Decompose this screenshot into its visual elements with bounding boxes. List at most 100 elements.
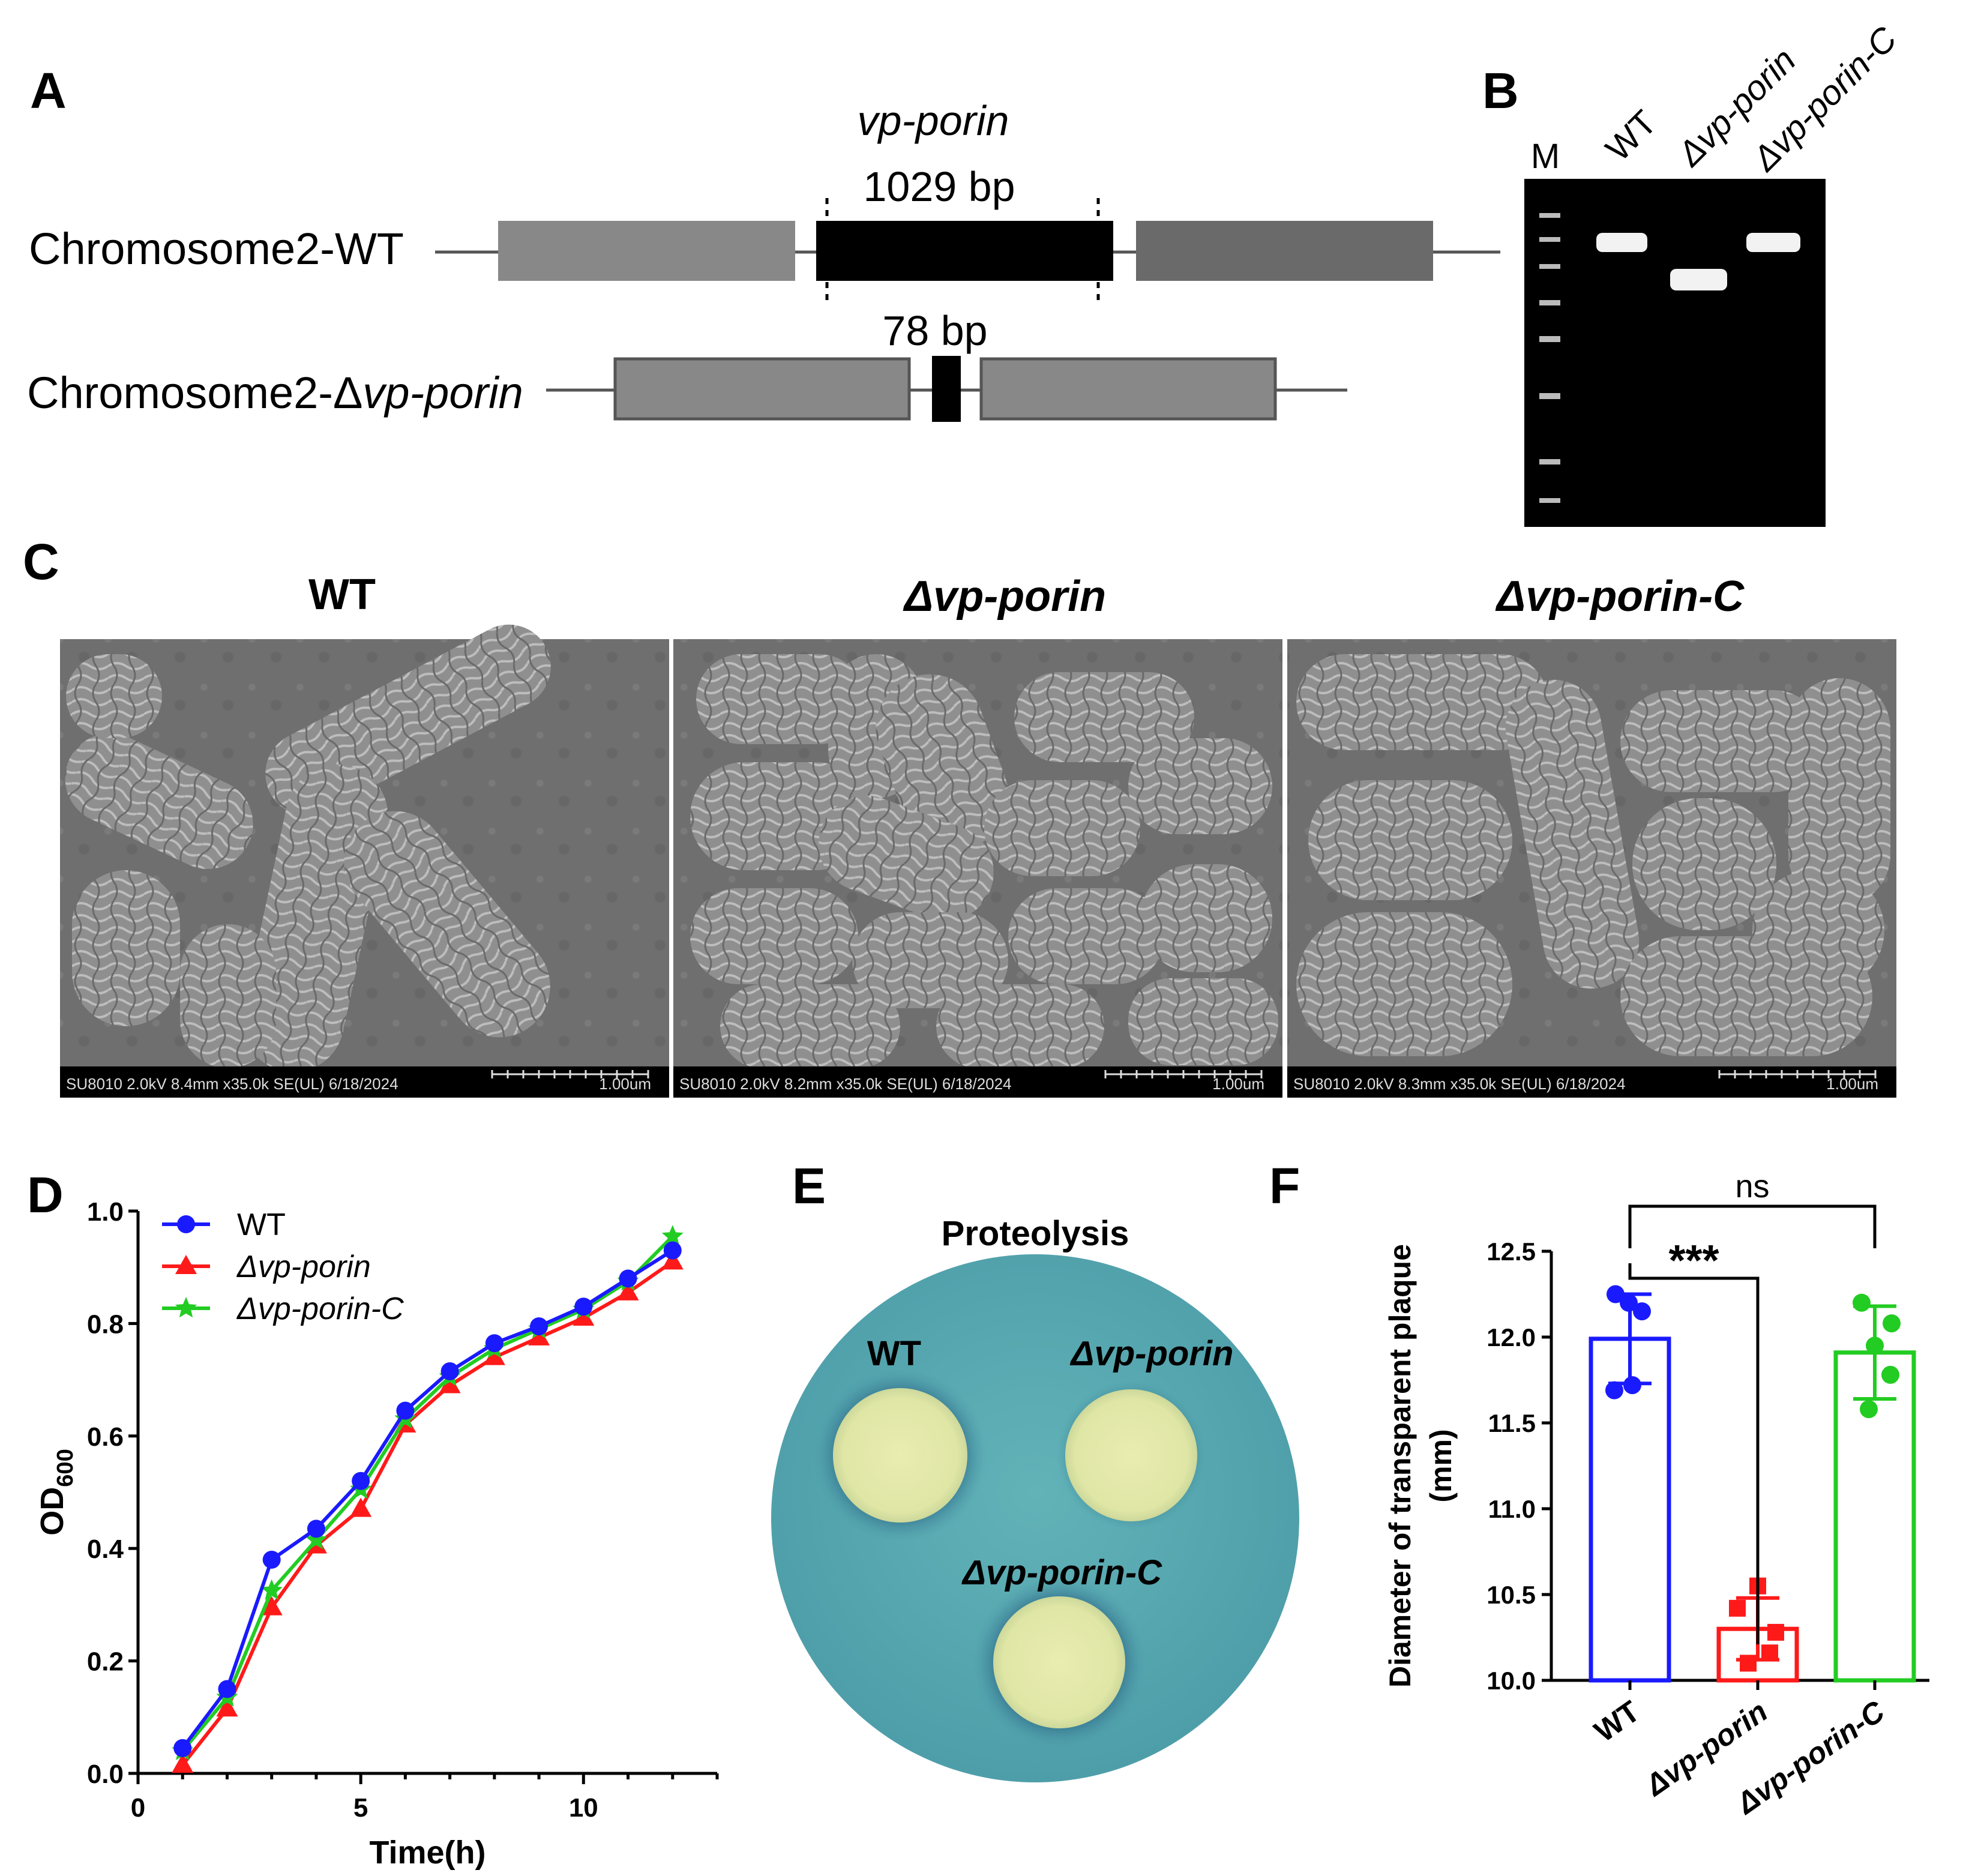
mut-remnant-block (932, 356, 961, 422)
data-point (1729, 1599, 1746, 1617)
data-point-1 (573, 1306, 595, 1326)
y-tick-label: 0.2 (87, 1647, 124, 1677)
sem-caption-wt: SU8010 2.0kV 8.4mm x35.0k SE(UL) 6/18/20… (66, 1075, 398, 1093)
x-tick-label: 10 (569, 1793, 598, 1823)
data-point-1 (172, 1753, 194, 1773)
data-point (1605, 1381, 1623, 1399)
series-line-1 (181, 1260, 674, 1766)
data-point-0 (485, 1334, 504, 1353)
data-point-2 (260, 1579, 283, 1600)
data-point-1 (260, 1596, 283, 1616)
panel-label-d: D (27, 1167, 64, 1223)
wt-chromosome-label: Chromosome2-WT (29, 224, 404, 274)
y-tick-label: 11.5 (1488, 1409, 1536, 1437)
data-point-0 (663, 1241, 682, 1260)
legend-label: Δvp-porin (236, 1249, 371, 1284)
legend-label: Δvp-porin-C (236, 1291, 404, 1326)
mut-upstream-block (613, 357, 911, 421)
panel-label-f: F (1269, 1158, 1300, 1214)
growth-curve-series (172, 1225, 684, 1773)
x-tick-label: 0 (131, 1793, 145, 1823)
sem-scale-comp: 1.00um (1826, 1075, 1878, 1093)
sem-scale-wt: 1.00um (599, 1075, 651, 1093)
data-point-2 (305, 1529, 327, 1550)
gene-diagram: vp-porin 1029 bp Chromosome2-WT 78 bp Ch… (27, 97, 1500, 422)
mut-size-label: 78 bp (882, 307, 987, 354)
plate-title: Proteolysis (942, 1214, 1129, 1253)
gel-lane-label-wt: WT (1598, 103, 1664, 169)
panel-label-c: C (23, 534, 59, 590)
legend-label: WT (237, 1207, 286, 1242)
data-point-0 (307, 1520, 325, 1538)
colony-label-mut: Δvp-porin (1070, 1334, 1234, 1373)
data-point-1 (528, 1326, 550, 1345)
sem-panel: WT Δvp-porin Δvp-porin-C (60, 571, 1896, 1098)
colony-mut (1065, 1389, 1197, 1521)
x-tick-label: WT (1589, 1694, 1646, 1748)
sem-image-wt (60, 624, 669, 1072)
significance-label-stars: *** (1668, 1237, 1719, 1285)
significance-label-ns: ns (1735, 1168, 1769, 1204)
wt-gene-block (816, 221, 1113, 281)
y-tick-label: 11.0 (1488, 1495, 1536, 1523)
data-point-0 (352, 1472, 370, 1490)
y-axis-title-line2: (mm) (1424, 1429, 1458, 1502)
gel-band-mut (1670, 269, 1727, 290)
gel-panel: M WT Δvp-porin Δvp-porin-C (1524, 19, 1905, 527)
y-tick-label: 10.0 (1486, 1667, 1536, 1695)
data-point-0 (619, 1269, 637, 1288)
panel-label-e: E (792, 1158, 826, 1214)
data-point-1 (661, 1250, 684, 1270)
mut-label-prefix: Chromosome2-Δ (27, 368, 362, 418)
data-point-0 (173, 1739, 192, 1757)
panel-label-a: A (30, 62, 67, 119)
y-tick-label: 0.6 (87, 1422, 124, 1452)
sem-scale-bar-wt (491, 1070, 649, 1078)
sem-caption-mut: SU8010 2.0kV 8.2mm x35.0k SE(UL) 6/18/20… (679, 1075, 1012, 1093)
data-point (1767, 1623, 1784, 1641)
sem-title-mut: Δvp-porin (903, 573, 1106, 621)
mut-label-gene: vp-porin (362, 368, 523, 418)
y-tick-label: 10.5 (1486, 1581, 1536, 1609)
data-point-0 (396, 1401, 415, 1420)
sem-caption-comp: SU8010 2.0kV 8.3mm x35.0k SE(UL) 6/18/20… (1293, 1075, 1626, 1093)
gel-lane-label-m: M (1531, 137, 1560, 176)
data-point (1881, 1365, 1899, 1384)
sem-caption-bar-3: SU8010 2.0kV 8.3mm x35.0k SE(UL) 6/18/20… (1287, 1066, 1896, 1098)
colony-label-comp: Δvp-porin-C (961, 1553, 1162, 1592)
data-point-1 (350, 1497, 372, 1517)
y-axis-title-line1: Diameter of transparent plaque (1383, 1244, 1417, 1688)
sem-scale-bar-mut (1104, 1070, 1263, 1078)
legend-marker (175, 1255, 197, 1274)
data-point-1 (483, 1345, 505, 1365)
gel-band-wt (1596, 233, 1647, 252)
sem-scale-bar-comp (1718, 1070, 1877, 1078)
legend-marker (175, 1297, 197, 1318)
sem-caption-bar-1: SU8010 2.0kV 8.4mm x35.0k SE(UL) 6/18/20… (60, 1066, 669, 1098)
significance-bracket-ns (1628, 1204, 1877, 1248)
data-point (1623, 1376, 1641, 1395)
bar-2 (1833, 1350, 1916, 1683)
data-point-1 (439, 1374, 461, 1393)
sem-image-comp (1287, 639, 1896, 1066)
data-point (1633, 1302, 1651, 1321)
y-tick-label: 0.8 (87, 1309, 124, 1339)
data-point-1 (617, 1281, 639, 1300)
colony-label-wt: WT (867, 1334, 921, 1373)
y-tick-label: 0.0 (87, 1760, 124, 1789)
sem-title-wt: WT (308, 571, 376, 619)
data-point (1860, 1400, 1878, 1419)
wt-upstream-block (498, 221, 795, 281)
data-point (1740, 1655, 1757, 1672)
wt-size-label: 1029 bp (863, 163, 1015, 210)
y-axis-title-subscript: 600 (53, 1449, 78, 1487)
gel-image (1524, 179, 1826, 527)
wt-downstream-block (1136, 221, 1433, 281)
